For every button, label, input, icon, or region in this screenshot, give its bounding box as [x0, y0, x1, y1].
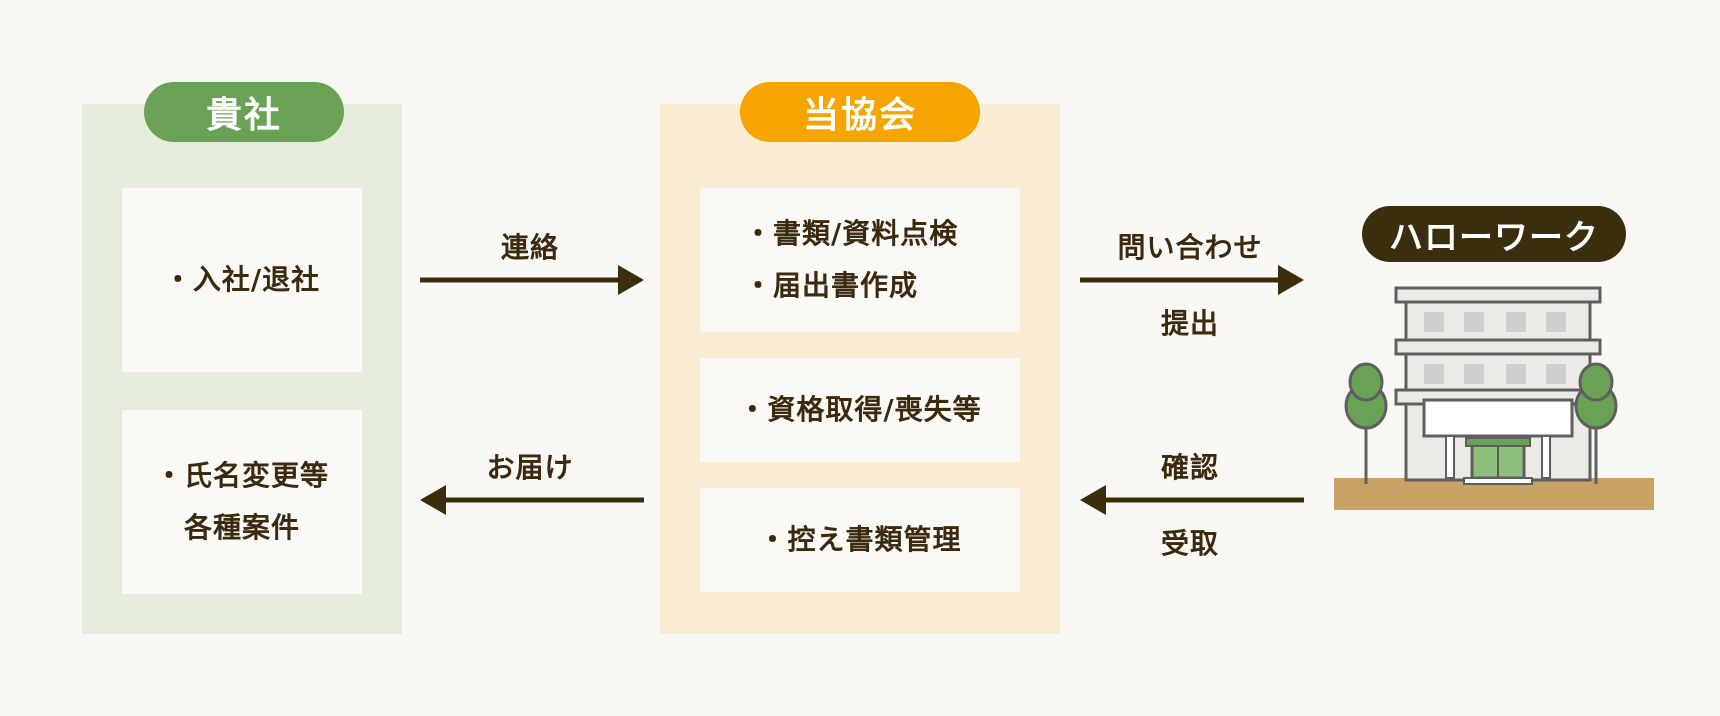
association-box-text: ・控え書類管理	[758, 523, 962, 556]
association-box-document-check: ・書類/資料点検 ・届出書作成	[700, 188, 1020, 332]
company-box-name-change: ・氏名変更等 各種案件	[122, 410, 362, 594]
office-building-icon	[1334, 286, 1654, 510]
arrow-left-receive	[1080, 485, 1304, 515]
association-box-text: ・資格取得/喪失等	[738, 393, 982, 426]
association-box-text: ・届出書作成	[744, 269, 919, 302]
inquiry-label: 問い合わせ	[1117, 231, 1263, 264]
company-label: 貴社	[144, 82, 344, 142]
association-box-text: ・書類/資料点検	[744, 217, 959, 250]
arrow-right-submit	[1080, 265, 1304, 295]
association-box-qualification: ・資格取得/喪失等	[700, 358, 1020, 462]
submit-label: 提出	[1160, 307, 1219, 340]
company-box-join-leave: ・入社/退社	[122, 188, 362, 372]
deliver-label: お届け	[486, 451, 574, 484]
contact-label: 連絡	[500, 231, 559, 264]
association-box-copy-management: ・控え書類管理	[700, 488, 1020, 592]
arrow-right-contact	[420, 265, 644, 295]
confirm-label: 確認	[1160, 451, 1219, 484]
company-box-text: 各種案件	[183, 511, 300, 544]
hellowork-label: ハローワーク	[1362, 206, 1626, 262]
company-box-text: ・入社/退社	[163, 263, 321, 296]
association-label: 当協会	[740, 82, 980, 142]
arrow-left-deliver	[420, 485, 644, 515]
company-box-text: ・氏名変更等	[154, 459, 329, 492]
receive-label: 受取	[1160, 527, 1219, 560]
